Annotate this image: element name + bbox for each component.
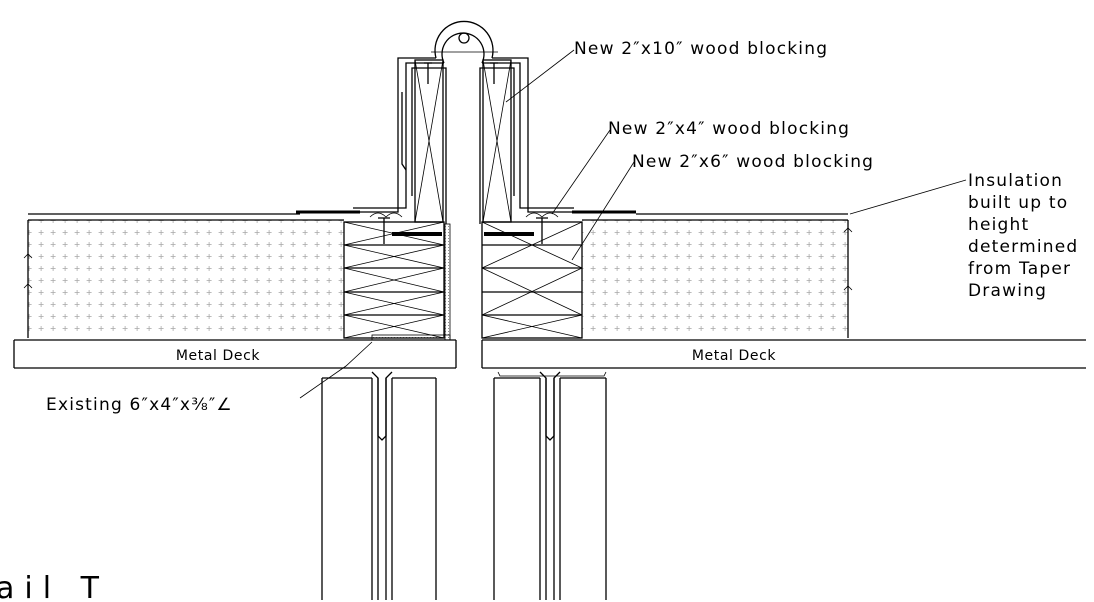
svg-text:Insulation: Insulation (968, 171, 1063, 191)
roof-membrane (28, 210, 848, 221)
label-2x10-blocking: New 2″x10″ wood blocking (574, 39, 828, 59)
wood-blocking-stack-right (481, 221, 583, 339)
label-insulation: Insulation built up to height determined… (968, 171, 1078, 301)
wood-blocking-stack-left (343, 221, 445, 339)
steel-column-right (493, 371, 607, 600)
insulation-right (582, 220, 853, 338)
svg-text:height: height (968, 215, 1029, 235)
metal-curb (348, 20, 580, 224)
detail-title: ail T (0, 571, 109, 602)
svg-text:built up to: built up to (968, 193, 1068, 213)
label-2x4-blocking: New 2″x4″ wood blocking (608, 119, 850, 139)
steel-column-left (321, 371, 437, 600)
fasteners (369, 62, 559, 244)
label-2x6-blocking: New 2″x6″ wood blocking (632, 152, 874, 172)
insulation-left (23, 220, 344, 338)
leader-lines (299, 49, 967, 399)
svg-text:determined: determined (968, 237, 1078, 257)
bellows-tube (458, 32, 470, 44)
svg-text:Drawing: Drawing (968, 281, 1047, 301)
metal-deck-left-label: Metal Deck (176, 348, 261, 364)
svg-text:from Taper: from Taper (968, 259, 1071, 279)
label-existing-angle: Existing 6″x4″x⅜″∠ (46, 395, 233, 415)
wood-blocking-2x10-left (414, 59, 444, 223)
metal-deck (13, 339, 1086, 369)
metal-deck-right-label: Metal Deck (692, 348, 777, 364)
wood-blocking-2x10-right (482, 59, 512, 223)
